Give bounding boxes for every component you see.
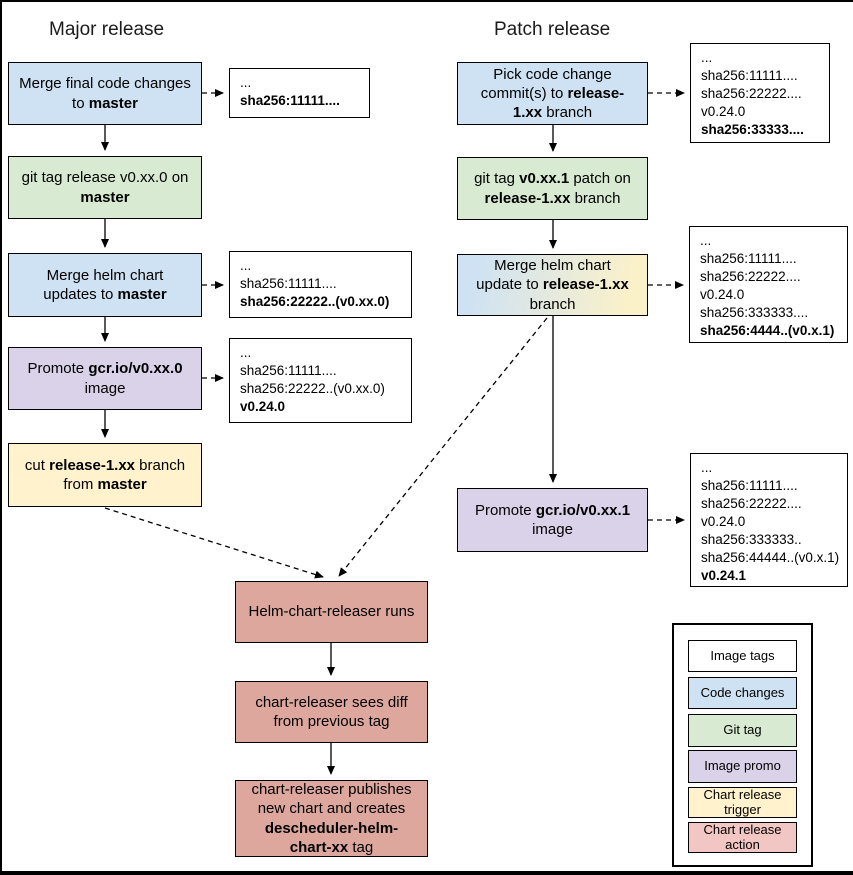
canvas-top-edge [0, 0, 853, 2]
image-tags-box-patch-3: ...sha256:11111....sha256:22222....v0.24… [690, 453, 848, 587]
legend: Image tags Code changes Git tag Image pr… [672, 623, 813, 867]
node-git-tag-release: git tag release v0.xx.0 on master [8, 156, 202, 219]
legend-item-chart-release-action: Chart release action [688, 822, 797, 853]
image-tags-box-patch-1: ...sha256:11111....sha256:22222....v0.24… [690, 43, 830, 143]
image-tags-box-patch-2: ...sha256:11111....sha256:22222....v0.24… [689, 226, 848, 343]
legend-item-image-tags: Image tags [688, 640, 797, 672]
canvas-left-edge [0, 0, 2, 875]
dashed-arrow-cut-branch-to-releaser [104, 507, 324, 579]
patch-release-title: Patch release [494, 19, 611, 40]
image-tags-box-major-1: ...sha256:11111.... [229, 68, 370, 118]
canvas-bottom-edge [0, 871, 853, 875]
image-tags-box-major-2: ...sha256:11111....sha256:22222..(v0.xx.… [229, 251, 412, 318]
node-merge-helm-chart-updates: Merge helm chart updates to master [8, 253, 202, 317]
legend-item-code-changes: Code changes [688, 677, 797, 709]
node-pick-code-change: Pick code change commit(s) to release-1.… [457, 62, 648, 125]
major-release-title: Major release [49, 19, 165, 40]
node-promote-image-patch: Promote gcr.io/v0.xx.1 image [457, 488, 648, 552]
node-git-tag-patch: git tag v0.xx.1 patch on release-1.xx br… [457, 157, 648, 220]
node-chart-releaser-publishes: chart-releaser publishes new chart and c… [235, 780, 428, 857]
image-tags-box-major-3: ...sha256:11111....sha256:22222..(v0.xx.… [229, 338, 412, 423]
legend-item-git-tag: Git tag [688, 714, 797, 747]
node-chart-releaser-sees-diff: chart-releaser sees diff from previous t… [235, 681, 428, 743]
node-promote-image-major: Promote gcr.io/v0.xx.0 image [8, 347, 202, 410]
legend-item-chart-release-trigger: Chart release trigger [688, 787, 797, 818]
legend-item-image-promo: Image promo [688, 750, 797, 783]
node-merge-final-code: Merge final code changes to master [8, 62, 202, 125]
node-cut-release-branch: cut release-1.xx branch from master [8, 443, 202, 507]
node-helm-chart-releaser-runs: Helm-chart-releaser runs [235, 581, 428, 643]
node-merge-helm-chart-update-patch: Merge helm chart update to release-1.xx … [457, 254, 648, 316]
